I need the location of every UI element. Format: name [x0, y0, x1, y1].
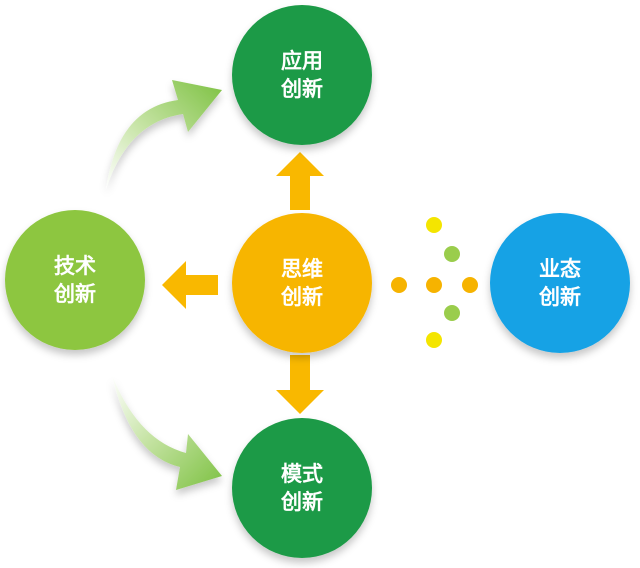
node-left-line1: 技术 — [54, 254, 96, 278]
dot-orange-center — [426, 277, 442, 293]
dot-orange-left — [391, 277, 407, 293]
node-right-line2: 创新 — [538, 285, 581, 309]
node-bottom-line2: 创新 — [280, 490, 323, 514]
node-top-line1: 应用 — [281, 49, 323, 73]
node-top-line2: 创新 — [280, 77, 323, 101]
node-center-line2: 创新 — [280, 285, 323, 309]
dot-green-lower — [444, 305, 460, 321]
node-right: 业态 创新 — [490, 213, 630, 353]
dot-orange-right — [462, 277, 478, 293]
arrow-left — [162, 261, 218, 309]
node-center-line1: 思维 — [281, 257, 323, 281]
node-left: 技术 创新 — [5, 210, 145, 350]
dot-yellow-bottom — [426, 332, 442, 348]
node-left-line2: 创新 — [53, 282, 96, 306]
arrow-up — [276, 152, 324, 210]
node-center: 思维 创新 — [232, 213, 372, 353]
curved-arrow-to-bottom — [112, 375, 222, 490]
node-bottom: 模式 创新 — [232, 418, 372, 558]
dot-green-upper — [444, 246, 460, 262]
node-bottom-line1: 模式 — [281, 462, 323, 486]
curved-arrow-to-top — [106, 80, 222, 189]
arrow-down — [276, 355, 324, 414]
node-top: 应用 创新 — [232, 5, 372, 145]
dot-yellow-top — [426, 217, 442, 233]
node-right-line1: 业态 — [539, 257, 581, 281]
